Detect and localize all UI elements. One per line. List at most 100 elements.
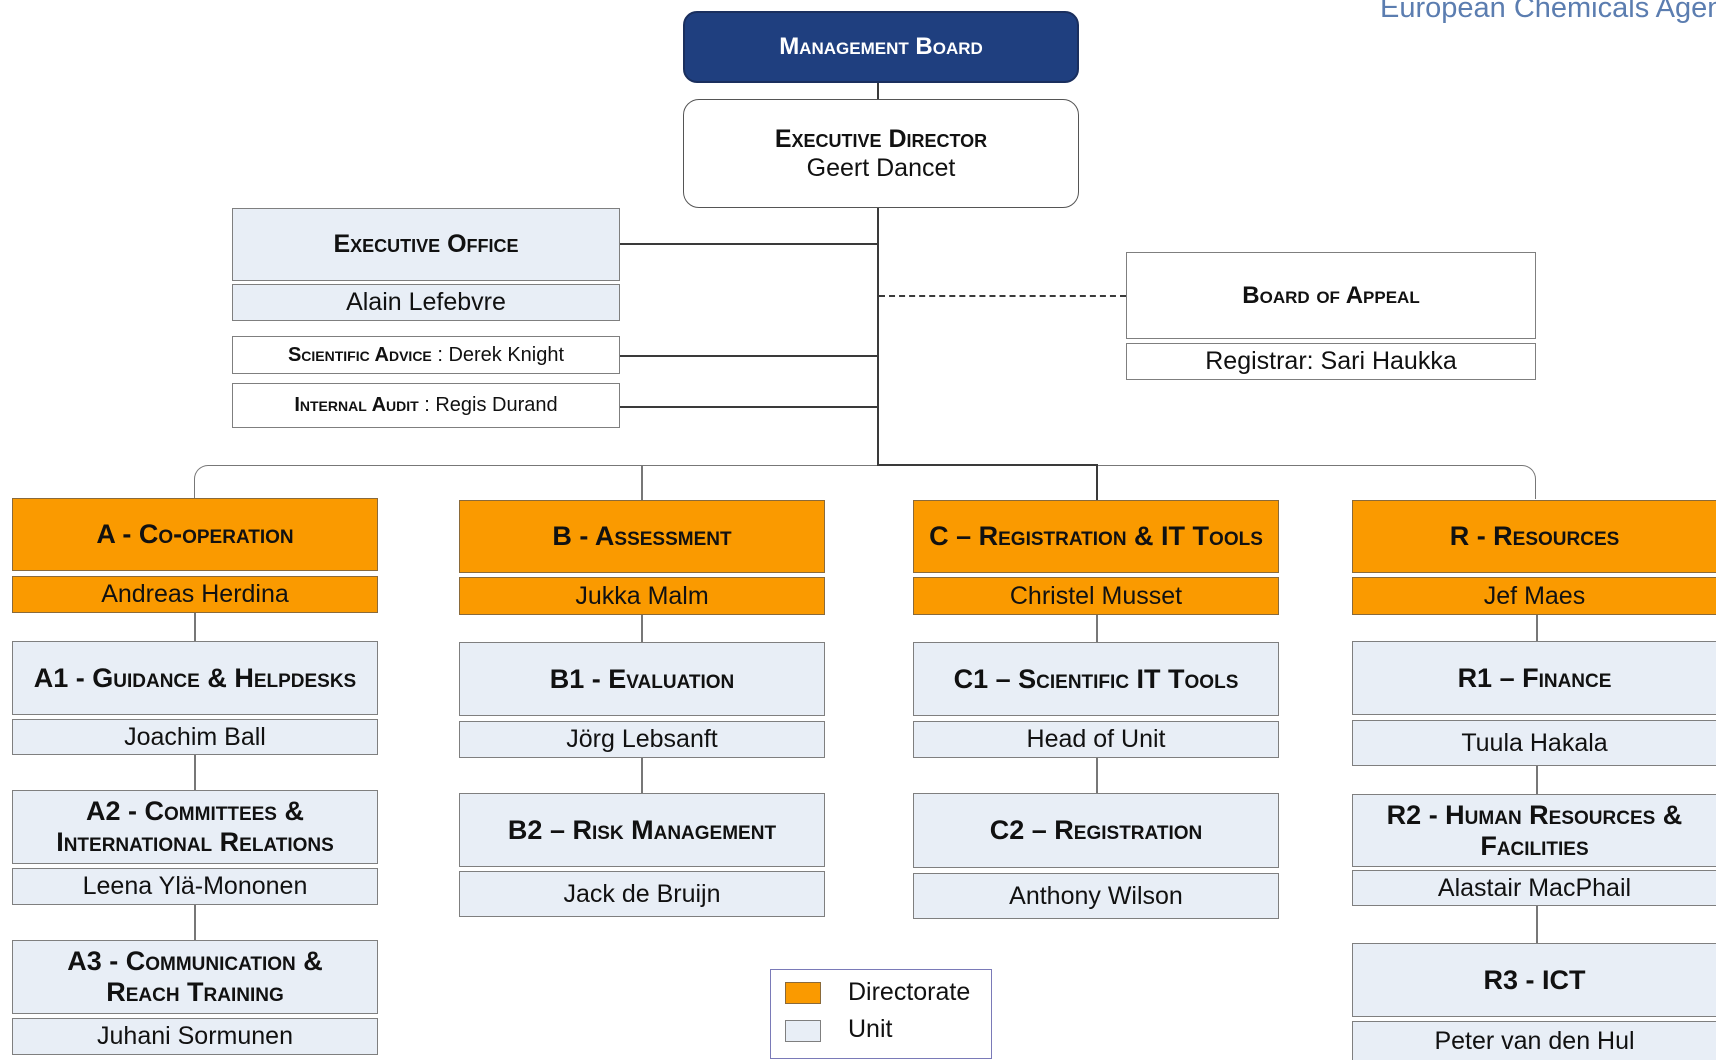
- executive-office-head: Alain Lefebvre: [232, 284, 620, 321]
- executive-office-box: Executive Office: [232, 208, 620, 281]
- unit-a3-box: A3 - Communication & Reach Training: [12, 940, 378, 1014]
- unit-title: R2 - Human Resources & Facilities: [1386, 799, 1683, 861]
- unit-head: Joachim Ball: [124, 722, 266, 751]
- executive-office-name: Alain Lefebvre: [346, 288, 506, 316]
- directorate-title: A - Co-operation: [96, 519, 294, 549]
- unit-title: R1 – Finance: [1457, 662, 1612, 693]
- directorate-r-head-box: Jef Maes: [1352, 577, 1716, 615]
- directorate-title: B - Assessment: [552, 521, 732, 551]
- unit-a2-head-box: Leena Ylä-Mononen: [12, 868, 378, 905]
- connector: [641, 758, 643, 793]
- directorate-head: Jukka Malm: [575, 581, 709, 610]
- connector: [194, 905, 196, 940]
- unit-r2-box: R2 - Human Resources & Facilities: [1352, 794, 1716, 867]
- directorate-a-head-box: Andreas Herdina: [12, 576, 378, 613]
- directorate-title: C – Registration & IT Tools: [929, 521, 1263, 551]
- board-of-appeal-title: Board of Appeal: [1242, 281, 1420, 309]
- unit-a3-head-box: Juhani Sormunen: [12, 1018, 378, 1055]
- board-of-appeal-registrar: Registrar: Sari Haukka: [1205, 347, 1457, 375]
- scientific-advice-name: Derek Knight: [448, 343, 565, 366]
- scientific-advice-separator: :: [431, 343, 449, 366]
- unit-head: Jörg Lebsanft: [566, 725, 718, 753]
- directorate-r-box: R - Resources: [1352, 500, 1716, 573]
- unit-head: Jack de Bruijn: [563, 879, 721, 908]
- legend-swatch-unit: [785, 1020, 821, 1042]
- unit-r3-head-box: Peter van den Hul: [1352, 1021, 1716, 1060]
- management-board-box: Management Board: [683, 11, 1079, 83]
- directorate-head: Andreas Herdina: [101, 580, 289, 608]
- unit-r1-head-box: Tuula Hakala: [1352, 720, 1716, 766]
- internal-audit-separator: :: [418, 394, 436, 416]
- board-of-appeal-registrar-box: Registrar: Sari Haukka: [1126, 343, 1536, 380]
- connector: [877, 208, 879, 466]
- management-board-label: Management Board: [779, 33, 983, 60]
- unit-head: Anthony Wilson: [1009, 881, 1183, 910]
- unit-head: Juhani Sormunen: [97, 1022, 293, 1050]
- internal-audit-box: Internal Audit : Regis Durand: [232, 383, 620, 428]
- connector: [1536, 615, 1538, 642]
- unit-a1-head-box: Joachim Ball: [12, 719, 378, 755]
- connector: [620, 243, 878, 245]
- connector: [620, 406, 878, 408]
- unit-b2-head-box: Jack de Bruijn: [459, 871, 825, 917]
- unit-c1-head-box: Head of Unit: [913, 721, 1279, 758]
- unit-r3-box: R3 - ICT: [1352, 943, 1716, 1017]
- unit-c2-head-box: Anthony Wilson: [913, 873, 1279, 919]
- unit-title: A2 - Committees & International Relation…: [56, 796, 334, 857]
- directorate-a-box: A - Co-operation: [12, 498, 378, 571]
- unit-title: A1 - Guidance & Helpdesks: [33, 662, 357, 693]
- legend-swatch-directorate: [785, 982, 821, 1004]
- connector: [1096, 464, 1098, 501]
- connector: [194, 613, 196, 641]
- unit-b2-box: B2 – Risk Management: [459, 793, 825, 867]
- directorate-c-head-box: Christel Musset: [913, 577, 1279, 615]
- connector-bracket: [194, 465, 1536, 499]
- connector: [1096, 615, 1098, 642]
- connector: [620, 355, 878, 357]
- executive-director-name: Geert Dancet: [806, 153, 956, 182]
- unit-head: Head of Unit: [1026, 725, 1166, 753]
- connector: [1536, 905, 1538, 943]
- unit-r2-head-box: Alastair MacPhail: [1352, 870, 1716, 906]
- directorate-head: Christel Musset: [1009, 581, 1183, 610]
- executive-office-title: Executive Office: [333, 230, 519, 258]
- unit-c2-box: C2 – Registration: [913, 793, 1279, 868]
- connector: [1096, 758, 1098, 793]
- internal-audit-name: Regis Durand: [435, 394, 558, 416]
- connector: [194, 755, 196, 790]
- unit-a2-box: A2 - Committees & International Relation…: [12, 790, 378, 864]
- unit-b1-head-box: Jörg Lebsanft: [459, 721, 825, 758]
- unit-title: C1 – Scientific IT Tools: [953, 663, 1239, 694]
- agency-logo-text: European Chemicals Agency: [1380, 0, 1716, 24]
- unit-title: B1 - Evaluation: [549, 663, 735, 694]
- unit-head: Leena Ylä-Mononen: [82, 872, 308, 900]
- directorate-b-head-box: Jukka Malm: [459, 577, 825, 615]
- scientific-advice-box: Scientific Advice : Derek Knight: [232, 336, 620, 374]
- unit-head: Alastair MacPhail: [1437, 873, 1632, 902]
- legend: Directorate Unit: [770, 969, 992, 1059]
- unit-title: R3 - ICT: [1483, 964, 1586, 995]
- board-of-appeal-box: Board of Appeal: [1126, 252, 1536, 339]
- unit-head: Peter van den Hul: [1434, 1026, 1635, 1055]
- unit-title: C2 – Registration: [989, 815, 1203, 845]
- internal-audit-title: Internal Audit: [294, 394, 419, 416]
- unit-title: A3 - Communication & Reach Training: [67, 946, 323, 1007]
- dashed-connector: [879, 295, 1126, 297]
- directorate-title: R - Resources: [1449, 521, 1620, 551]
- connector: [641, 615, 643, 642]
- executive-director-box: Executive Director Geert Dancet: [683, 99, 1079, 208]
- directorate-b-box: B - Assessment: [459, 500, 825, 573]
- unit-title: B2 – Risk Management: [507, 814, 777, 845]
- connector: [641, 465, 643, 500]
- directorate-head: Jef Maes: [1483, 581, 1586, 610]
- unit-a1-box: A1 - Guidance & Helpdesks: [12, 641, 378, 715]
- legend-label-unit: Unit: [848, 1015, 893, 1043]
- unit-r1-box: R1 – Finance: [1352, 641, 1716, 715]
- connector: [877, 83, 879, 99]
- scientific-advice-title: Scientific Advice: [287, 343, 432, 366]
- unit-b1-box: B1 - Evaluation: [459, 642, 825, 716]
- connector: [1536, 766, 1538, 794]
- connector: [877, 464, 1097, 466]
- unit-c1-box: C1 – Scientific IT Tools: [913, 642, 1279, 716]
- directorate-c-box: C – Registration & IT Tools: [913, 500, 1279, 573]
